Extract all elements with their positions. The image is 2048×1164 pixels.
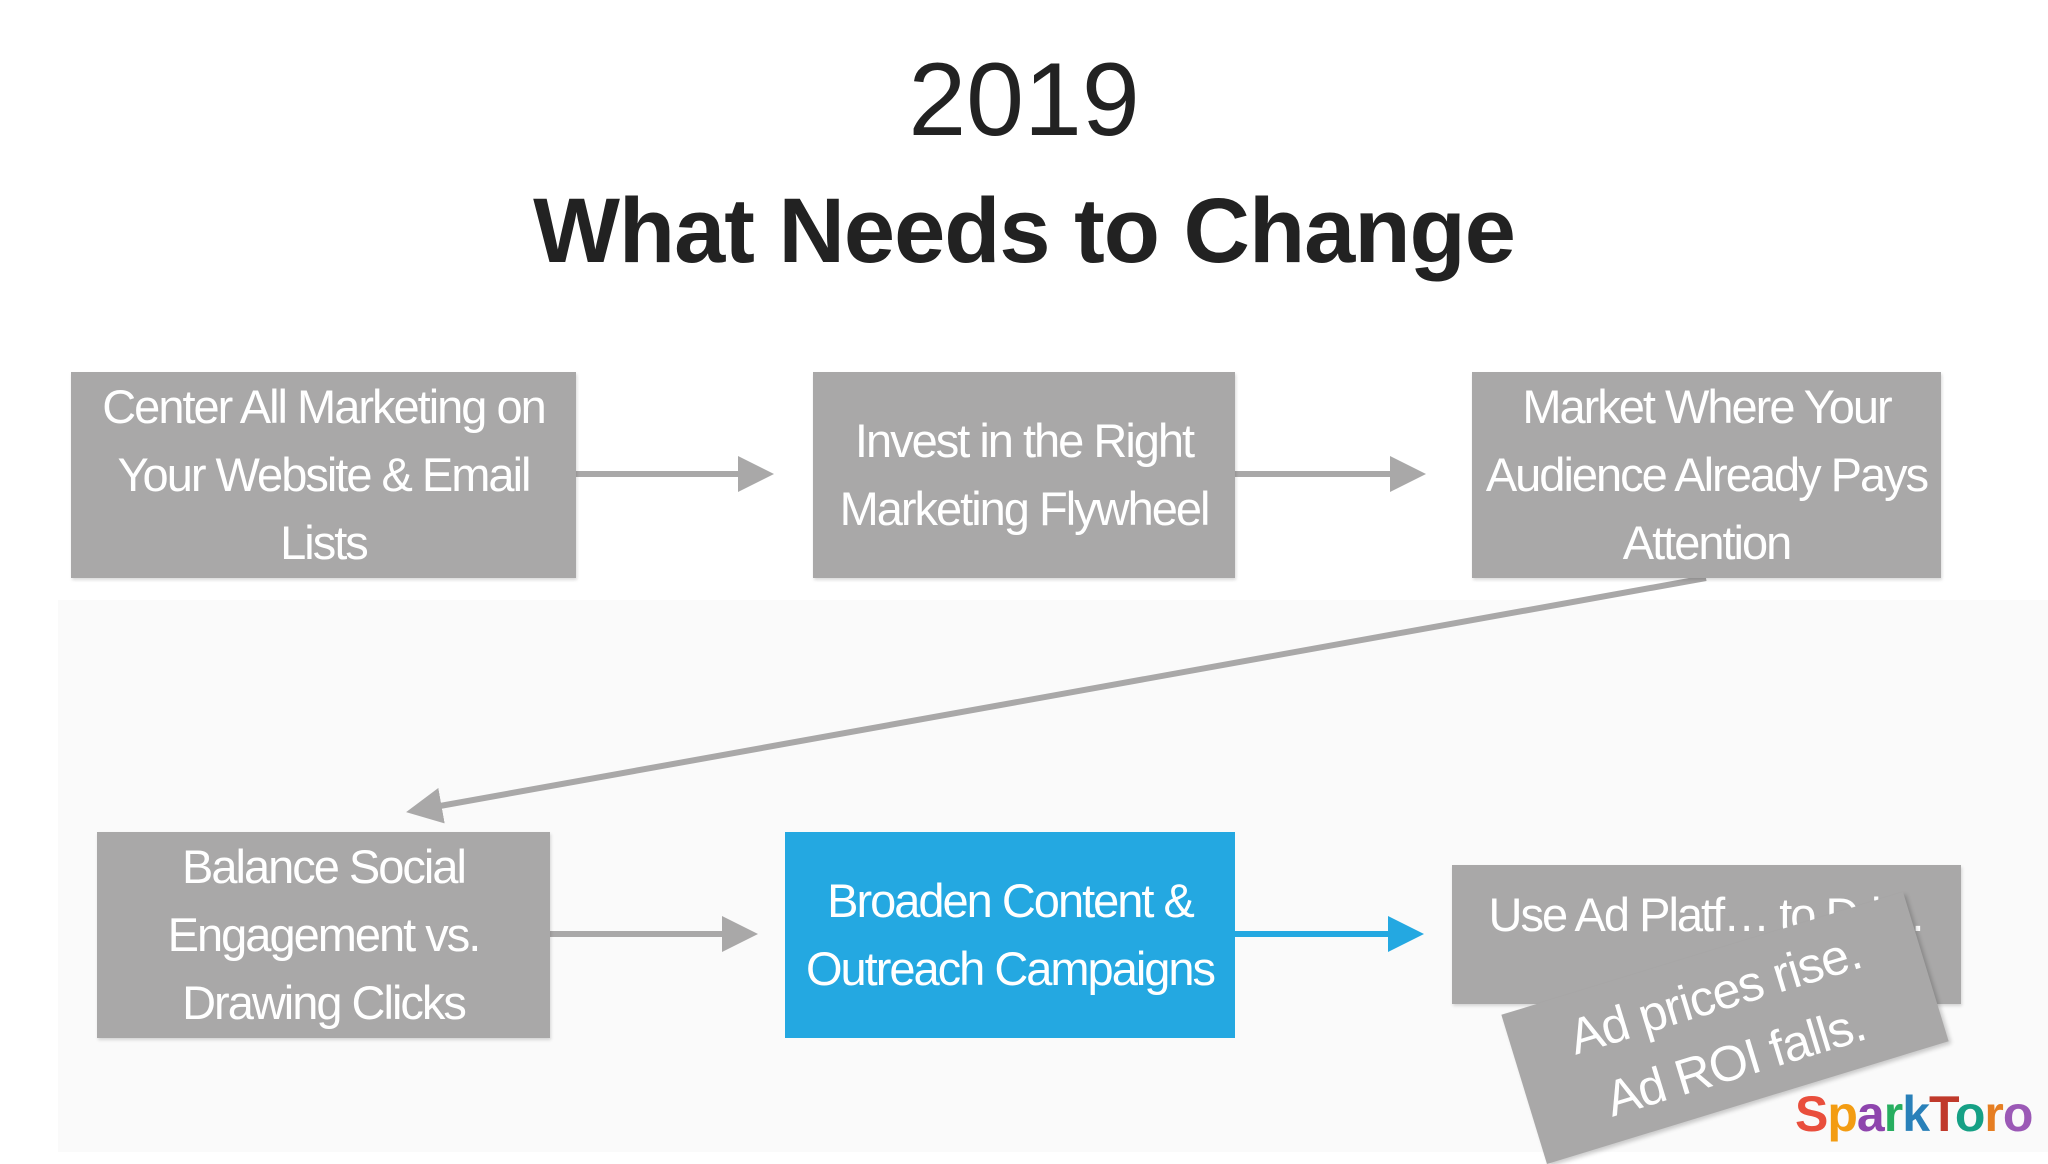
logo-letter: o <box>1954 1086 1986 1142</box>
logo-letter: k <box>1902 1086 1930 1142</box>
slide-year: 2019 <box>908 42 1140 158</box>
step-market-attention: Market Where Your Audience Already Pays … <box>1472 372 1941 578</box>
arrow-c-to-d <box>406 575 1707 824</box>
logo-letter: S <box>1795 1086 1828 1142</box>
logo-letter: r <box>1984 1086 2003 1142</box>
slide-title: What Needs to Change <box>533 180 1516 282</box>
step-broaden-content: Broaden Content & Outreach Campaigns <box>785 832 1235 1038</box>
logo-letter: p <box>1827 1086 1858 1142</box>
logo-letter: T <box>1929 1086 1956 1142</box>
logo-letter: o <box>2002 1086 2034 1142</box>
step-balance-social: Balance Social Engagement vs. Drawing Cl… <box>97 832 550 1038</box>
logo-letter: r <box>1883 1086 1903 1142</box>
sparktoro-logo: SparkToro <box>1795 1086 2034 1142</box>
step-invest-flywheel: Invest in the Right Marketing Flywheel <box>813 372 1235 578</box>
logo-letter: a <box>1856 1086 1885 1142</box>
step-center-marketing: Center All Marketing on Your Website & E… <box>71 372 576 578</box>
